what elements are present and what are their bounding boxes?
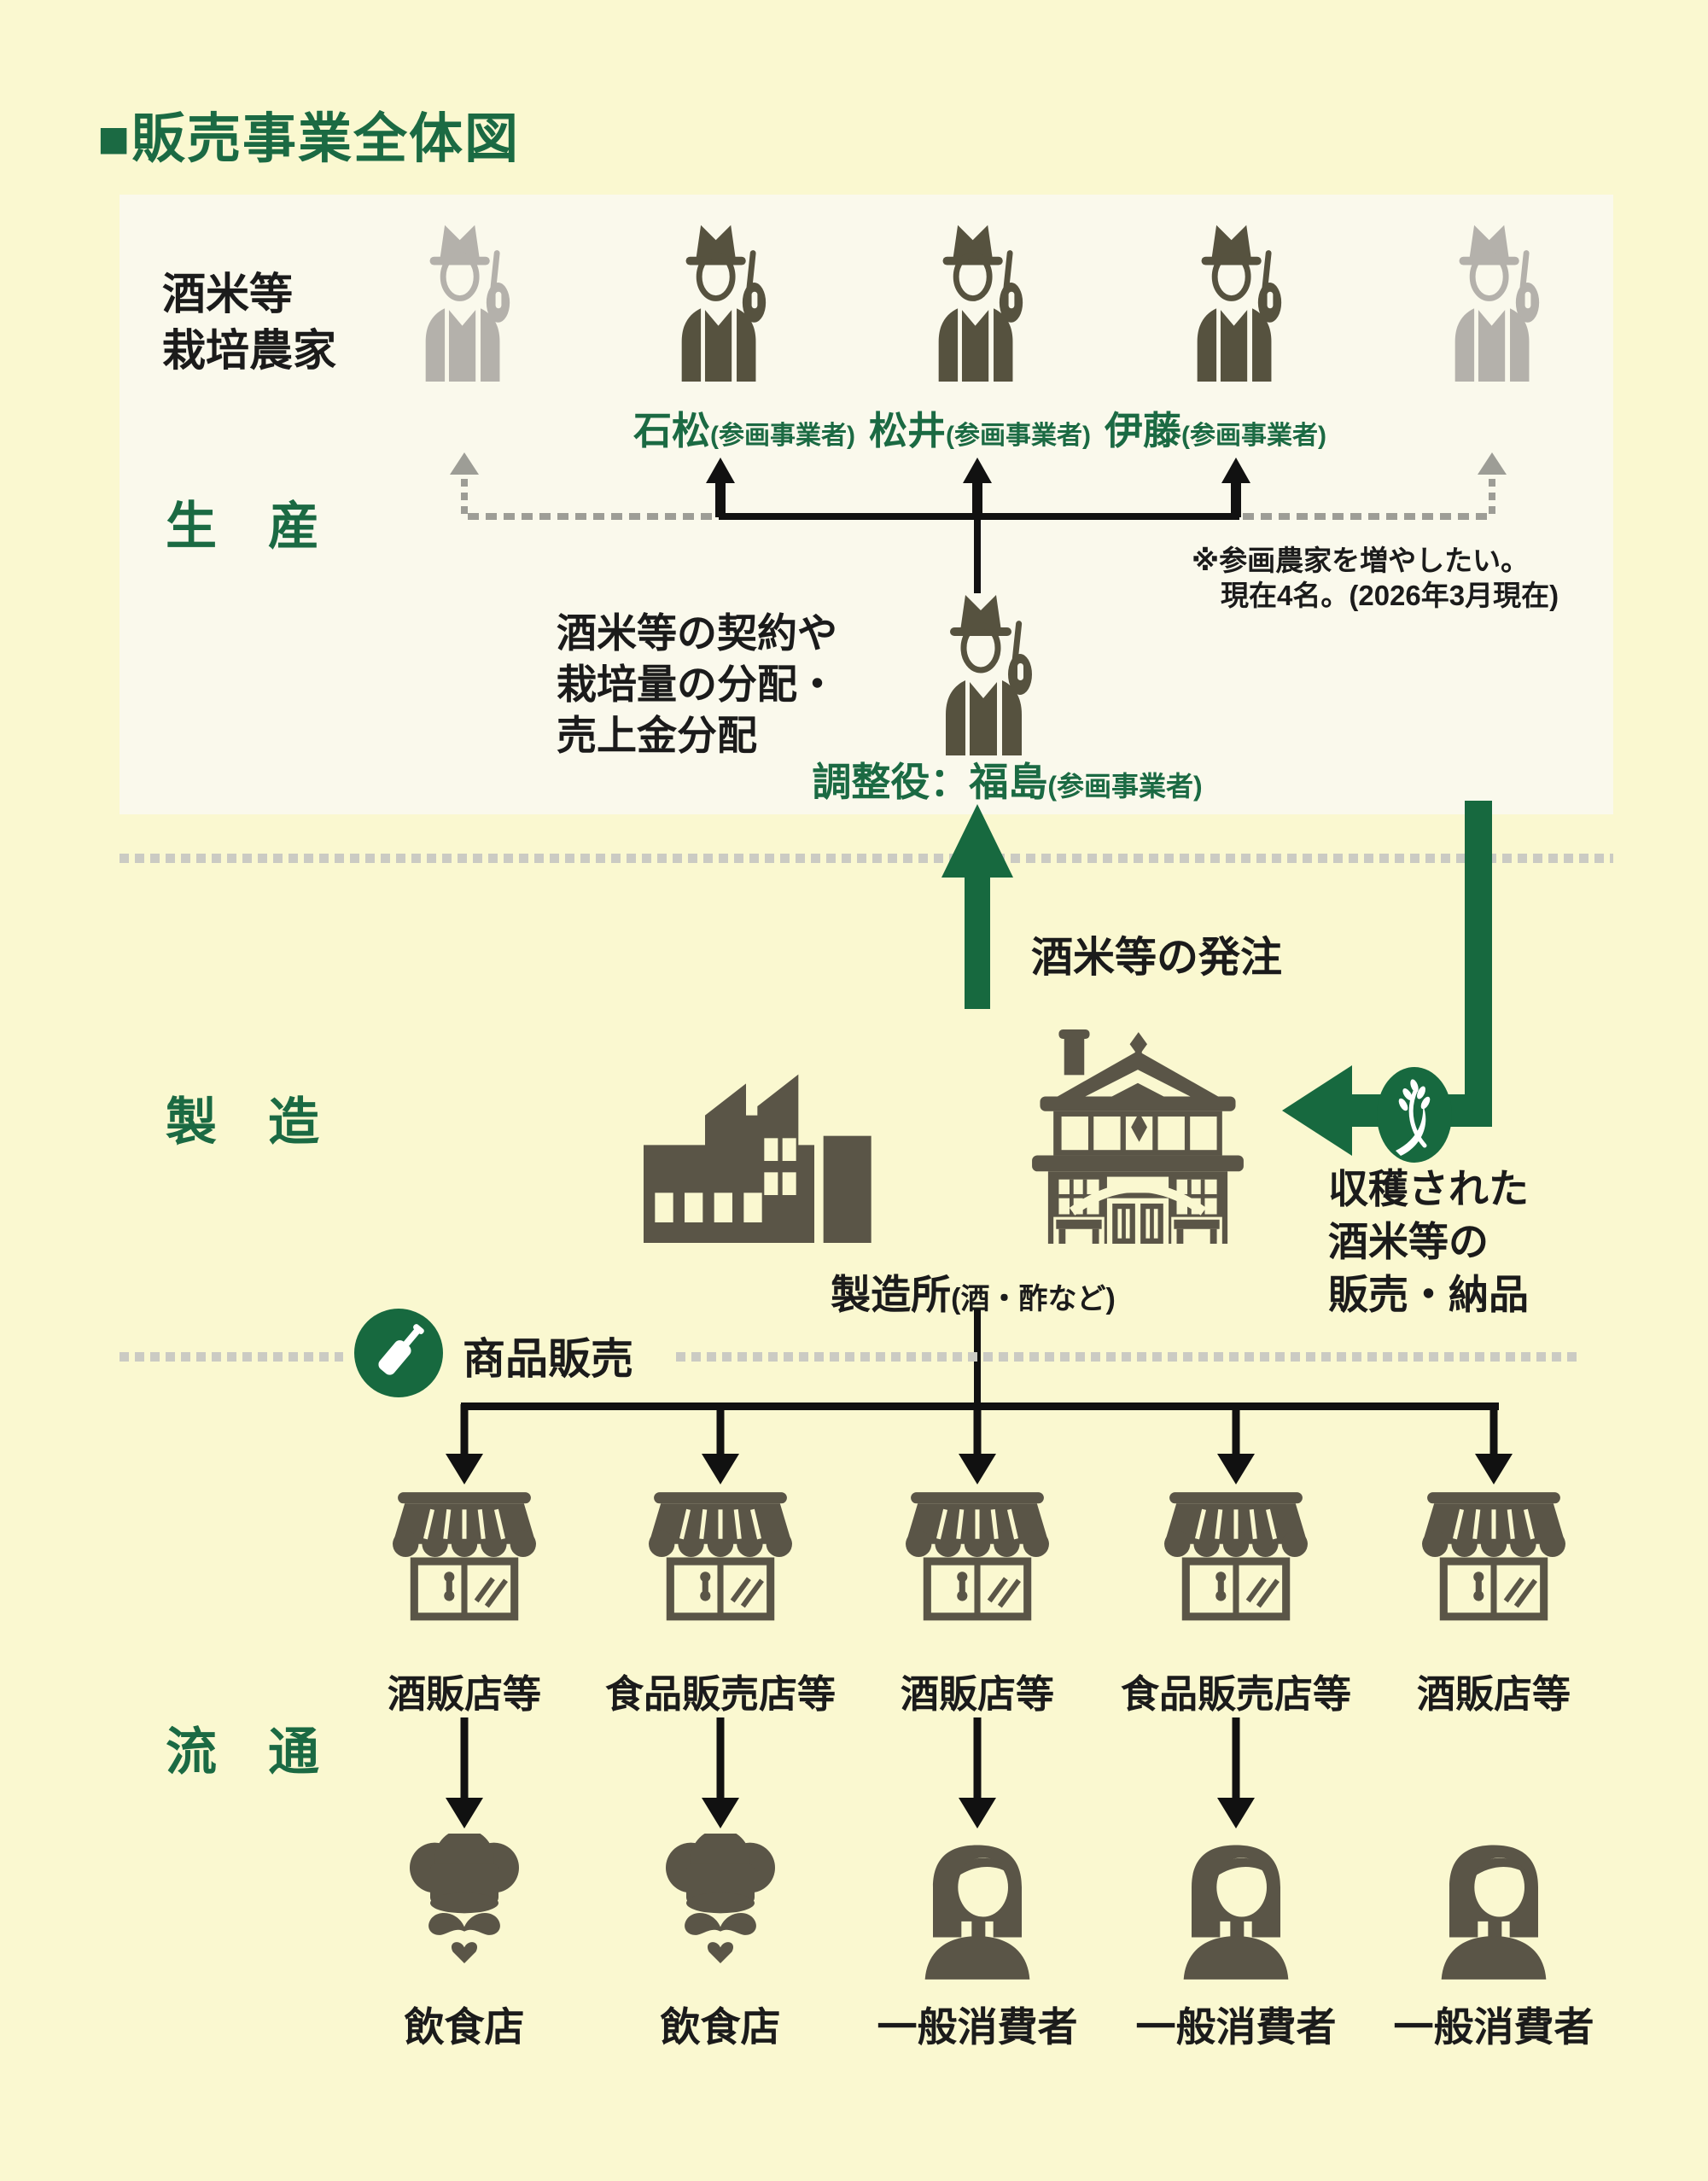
production-panel: [120, 195, 1613, 814]
farmers-label-line1: 酒米等: [162, 270, 294, 318]
store-label: 酒販店等: [900, 1672, 1054, 1716]
note-line2: 現在4名。(2026年3月現在): [1221, 580, 1559, 611]
store-label: 食品販売店等: [604, 1672, 836, 1716]
customer-label: 飲食店: [660, 2004, 781, 2050]
harvest-label: 収穫された 酒米等の 販売・納品: [1328, 1166, 1529, 1317]
farmer-icon: [1186, 215, 1286, 382]
farmer-icon: [1444, 215, 1544, 382]
farmer-name: 松井(参画事業者): [869, 409, 1091, 452]
section-label-distribution: 流 通: [166, 1723, 319, 1781]
down-arrow-icon: [702, 1717, 739, 1828]
factory-label: 製造所(酒・酢など): [831, 1272, 1116, 1317]
customer-label: 一般消費者: [1393, 2004, 1594, 2050]
up-arrow-icon: [706, 458, 735, 517]
farmers-label-line2: 栽培農家: [162, 326, 337, 375]
store-icon: [1420, 1492, 1567, 1624]
dashed-up-arrow-icon: [1478, 452, 1507, 517]
bottle-icon: [354, 1309, 443, 1397]
consumer-icon: [1168, 1837, 1304, 1980]
section-label-manufacturing: 製 造: [166, 1093, 319, 1151]
down-arrow-icon: [1475, 1404, 1513, 1484]
farmer-icon: [415, 215, 515, 382]
section-divider: [676, 1352, 1583, 1362]
down-arrow-icon: [702, 1404, 739, 1484]
farmer-icon: [928, 215, 1028, 382]
customer-label: 一般消費者: [1135, 2004, 1337, 2050]
note-line1: ※参画農家を増やしたい。: [1192, 545, 1530, 576]
note-text: ※参画農家を増やしたい。 現在4名。(2026年3月現在): [1192, 543, 1559, 613]
rice-icon: [1377, 1067, 1452, 1163]
section-label-production: 生 産: [166, 498, 319, 555]
down-arrow-icon: [446, 1404, 483, 1484]
down-arrow-icon: [959, 1404, 996, 1484]
store-icon: [391, 1492, 538, 1624]
store-icon: [1163, 1492, 1309, 1624]
up-arrow-icon: [963, 458, 992, 517]
store-icon: [647, 1492, 794, 1624]
down-arrow-icon: [1217, 1404, 1255, 1484]
section-divider: [120, 854, 1613, 863]
store-label: 食品販売店等: [1120, 1672, 1351, 1716]
order-label: 酒米等の発注: [1031, 935, 1283, 981]
brewery-building-icon: [997, 1029, 1279, 1244]
farmer-name: 石松(参画事業者): [633, 409, 855, 452]
order-up-arrow-icon: [941, 804, 1013, 1009]
coordinator-description: 酒米等の契約や 栽培量の分配・ 売上金分配: [557, 610, 837, 758]
down-arrow-icon: [446, 1717, 483, 1828]
dashed-connector-line: [468, 513, 715, 520]
farmer-icon: [671, 215, 771, 382]
store-icon: [904, 1492, 1051, 1624]
consumer-icon: [909, 1837, 1046, 1980]
chef-icon: [396, 1834, 533, 1987]
up-arrow-icon: [1221, 458, 1250, 517]
section-divider: [120, 1352, 343, 1362]
dashed-connector-line: [1243, 513, 1490, 520]
consumer-icon: [1425, 1837, 1562, 1980]
down-arrow-icon: [1217, 1717, 1255, 1828]
factory-icon: [644, 1072, 951, 1243]
farmer-name: 伊藤(参画事業者): [1105, 409, 1326, 452]
customer-label: 飲食店: [404, 2004, 525, 2050]
chef-icon: [652, 1834, 789, 1987]
coordinator-label: 調整役：福島(参画事業者): [812, 760, 1203, 804]
dashed-up-arrow-icon: [450, 452, 479, 517]
down-arrow-icon: [959, 1717, 996, 1828]
sales-label: 商品販売: [463, 1335, 633, 1383]
page-title: ■販売事業全体図: [97, 109, 521, 169]
coordinator-farmer-icon: [932, 585, 1040, 755]
customer-label: 一般消費者: [877, 2004, 1078, 2050]
farmers-label: 酒米等 栽培農家: [162, 266, 336, 379]
coordinator-connector-line: [974, 515, 981, 593]
farmer-names-row: 石松(参画事業者) 松井(参画事業者) 伊藤(参画事業者): [545, 399, 1415, 455]
store-label: 酒販店等: [1416, 1672, 1571, 1716]
store-label: 酒販店等: [387, 1672, 541, 1716]
